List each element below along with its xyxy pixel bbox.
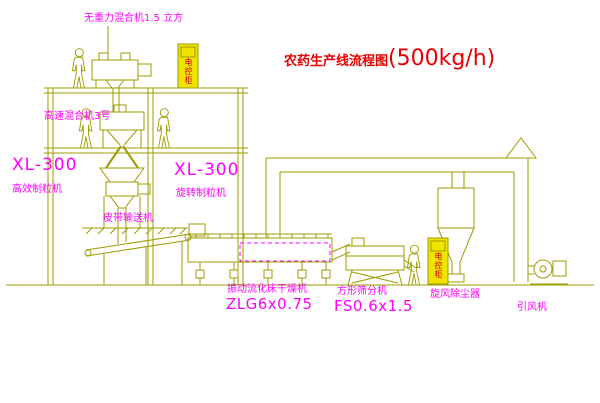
high-speed-mixer <box>99 104 145 169</box>
exhaust-duct <box>265 157 528 238</box>
control-cabinet-right <box>427 237 449 285</box>
cabinet-top-text: 电控柜 <box>184 58 193 85</box>
label-fan: 引风机 <box>517 302 547 313</box>
label-granulator-left-name: 高效制粒机 <box>12 184 62 195</box>
belt-conveyor <box>84 233 192 285</box>
exhaust-stack <box>505 137 537 282</box>
gravity-free-mixer <box>91 26 152 112</box>
label-belt-conveyor: 皮带输送机 <box>103 213 153 224</box>
cyclone-dust-collector <box>437 172 475 283</box>
label-granulator-center-model: XL-300 <box>174 160 240 180</box>
label-dryer-name: 振动流化床干燥机 <box>227 284 307 295</box>
control-cabinet-top <box>177 43 199 89</box>
person-figure <box>156 108 171 149</box>
label-cyclone: 旋风除尘器 <box>430 289 480 300</box>
cabinet-right-text: 电控柜 <box>434 252 443 279</box>
diagram-title: 农药生产线流程图 (500kg/h) <box>284 46 495 71</box>
fan-scroll <box>533 259 553 279</box>
square-sifter <box>331 237 417 286</box>
label-granulator-left-model: XL-300 <box>12 155 78 175</box>
label-sifter-model: FS0.6x1.5 <box>334 297 413 315</box>
platform-hatching <box>82 227 188 235</box>
label-dryer-model: ZLG6x0.75 <box>226 295 313 313</box>
diagram-title-text: 农药生产线流程图 <box>284 54 389 69</box>
person-figure <box>71 48 86 89</box>
building-frame <box>44 87 248 285</box>
induced-draft-fan <box>528 259 568 285</box>
dryer-zone-marking <box>239 242 331 262</box>
rotary-granulator <box>99 167 151 244</box>
label-sifter-name: 方形筛分机 <box>337 286 387 297</box>
label-gravity-mixer: 无重力混合机1.5 立方 <box>84 13 184 24</box>
fluid-bed-dryer <box>187 223 333 285</box>
cyclone-body <box>437 187 475 229</box>
person-figure <box>406 244 421 286</box>
diagram-title-capacity: (500kg/h) <box>388 46 496 71</box>
dryer-body <box>187 237 333 263</box>
label-high-speed-mixer: 高速混合机3号 <box>44 111 111 122</box>
label-granulator-center-name: 旋转制粒机 <box>176 188 226 199</box>
sifter-body <box>345 245 405 271</box>
